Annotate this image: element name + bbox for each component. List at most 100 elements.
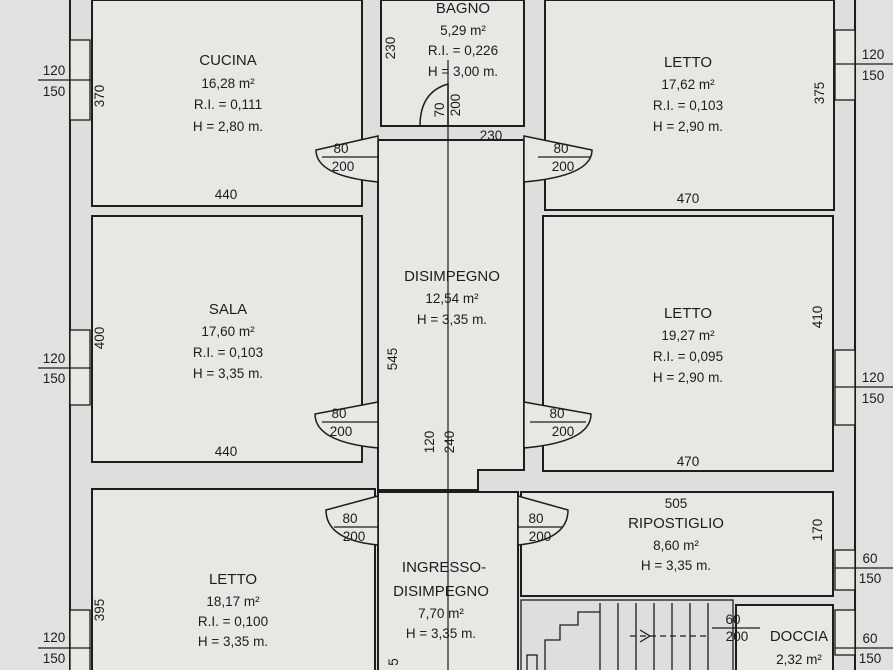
room-ripostiglio — [520, 491, 834, 597]
dimension-170: 170 — [810, 519, 825, 542]
letto-2-area: 19,27 m² — [661, 328, 715, 343]
letto-3-ri: R.I. = 0,100 — [198, 614, 268, 629]
dimension-240: 240 — [442, 431, 457, 454]
door-swing-1 — [315, 135, 379, 183]
dimension-505: 505 — [665, 496, 688, 511]
room-letto-2 — [542, 215, 834, 472]
door-doccia-width: 60 — [725, 612, 740, 627]
door-sala-height: 200 — [330, 424, 353, 439]
door-swing-6 — [517, 495, 569, 546]
window-sala-width: 120 — [43, 351, 66, 366]
letto-1-ri: R.I. = 0,103 — [653, 98, 723, 113]
window-doccia-width: 60 — [862, 631, 877, 646]
door-swing-4 — [523, 401, 592, 449]
ingresso-name-line-1: INGRESSO- — [402, 559, 486, 576]
letto-2-ri: R.I. = 0,095 — [653, 349, 723, 364]
letto-3-height: H = 3,35 m. — [198, 634, 268, 649]
window-letto-3 — [69, 609, 91, 670]
door-swing-3 — [314, 401, 379, 449]
room-letto-1 — [544, 0, 835, 211]
door-ripostiglio-width: 80 — [528, 511, 543, 526]
window-letto-1 — [834, 29, 856, 101]
staircase — [520, 599, 734, 670]
dimension-230-bagno-bottom: 230 — [480, 128, 503, 143]
door-cucina-height: 200 — [332, 159, 355, 174]
ingresso-name-line-2: DISIMPEGNO — [393, 583, 489, 600]
room-cucina — [91, 0, 363, 207]
dimension-120: 120 — [422, 431, 437, 454]
bagno-name: BAGNO — [436, 0, 490, 17]
bagno-area: 5,29 m² — [440, 23, 486, 38]
doccia-name: DOCCIA — [770, 628, 828, 645]
disimpegno-area: 12,54 m² — [425, 291, 479, 306]
door-cucina-width: 80 — [333, 141, 348, 156]
letto-3-area: 18,17 m² — [206, 594, 260, 609]
ripostiglio-height: H = 3,35 m. — [641, 558, 711, 573]
letto-2-height: H = 2,90 m. — [653, 370, 723, 385]
window-cucina-height: 150 — [43, 84, 66, 99]
ripostiglio-area: 8,60 m² — [653, 538, 699, 553]
letto-1-area: 17,62 m² — [661, 77, 715, 92]
cucina-name: CUCINA — [199, 52, 257, 69]
bagno-height: H = 3,00 m. — [428, 64, 498, 79]
dimension-200: 200 — [448, 94, 463, 117]
window-ripostiglio-height: 150 — [859, 571, 882, 586]
letto-1-height: H = 2,90 m. — [653, 119, 723, 134]
letto-2-name: LETTO — [664, 305, 712, 322]
ingresso-height: H = 3,35 m. — [406, 626, 476, 641]
door-letto-2-height: 200 — [552, 424, 575, 439]
window-ripostiglio-width: 60 — [862, 551, 877, 566]
door-ripostiglio-height: 200 — [529, 529, 552, 544]
dimension-370: 370 — [92, 85, 107, 108]
door-letto-3-height: 200 — [343, 529, 366, 544]
dimension-545: 545 — [385, 348, 400, 371]
dimension-440-sala: 440 — [215, 444, 238, 459]
window-letto-3-height: 150 — [43, 651, 66, 666]
door-doccia-height: 200 — [726, 629, 749, 644]
door-letto-3-width: 80 — [342, 511, 357, 526]
bagno-ri: R.I. = 0,226 — [428, 43, 498, 58]
sala-name: SALA — [209, 301, 247, 318]
sala-area: 17,60 m² — [201, 324, 255, 339]
window-doccia — [834, 609, 856, 656]
window-ripostiglio — [834, 549, 856, 591]
dimension-400: 400 — [92, 327, 107, 350]
ripostiglio-name: RIPOSTIGLIO — [628, 515, 724, 532]
window-letto-3-width: 120 — [43, 630, 66, 645]
door-swing-5 — [325, 495, 379, 546]
door-letto-1-width: 80 — [553, 141, 568, 156]
dimension-410: 410 — [810, 306, 825, 329]
dimension-395: 395 — [92, 599, 107, 622]
disimpegno-name: DISIMPEGNO — [404, 268, 500, 285]
door-letto-2-width: 80 — [549, 406, 564, 421]
cucina-ri: R.I. = 0,111 — [194, 97, 262, 112]
room-bagno — [380, 0, 525, 127]
window-letto-1-height: 150 — [862, 68, 885, 83]
window-sala-height: 150 — [43, 371, 66, 386]
window-letto-1-width: 120 — [862, 47, 885, 62]
cucina-height: H = 2,80 m. — [193, 119, 263, 134]
disimpegno-height: H = 3,35 m. — [417, 312, 487, 327]
letto-1-name: LETTO — [664, 54, 712, 71]
door-sala-width: 80 — [331, 406, 346, 421]
dimension-375: 375 — [812, 82, 827, 105]
ingresso-area: 7,70 m² — [418, 606, 464, 621]
doccia-area: 2,32 m² — [776, 652, 822, 667]
door-letto-1-height: 200 — [552, 159, 575, 174]
sala-height: H = 3,35 m. — [193, 366, 263, 381]
dimension-470-letto-2: 470 — [677, 454, 700, 469]
dimension-440-cucina: 440 — [215, 187, 238, 202]
window-doccia-height: 150 — [859, 651, 882, 666]
cucina-area: 16,28 m² — [201, 76, 255, 91]
window-cucina-width: 120 — [43, 63, 66, 78]
sala-ri: R.I. = 0,103 — [193, 345, 263, 360]
dimension-70: 70 — [432, 102, 447, 117]
room-doccia — [735, 604, 834, 670]
dimension-470-letto-1: 470 — [677, 191, 700, 206]
letto-3-name: LETTO — [209, 571, 257, 588]
dimension-230-bagno-side: 230 — [383, 37, 398, 60]
dimension-5: 5 — [386, 658, 401, 666]
window-letto-2-width: 120 — [862, 370, 885, 385]
window-letto-2-height: 150 — [862, 391, 885, 406]
